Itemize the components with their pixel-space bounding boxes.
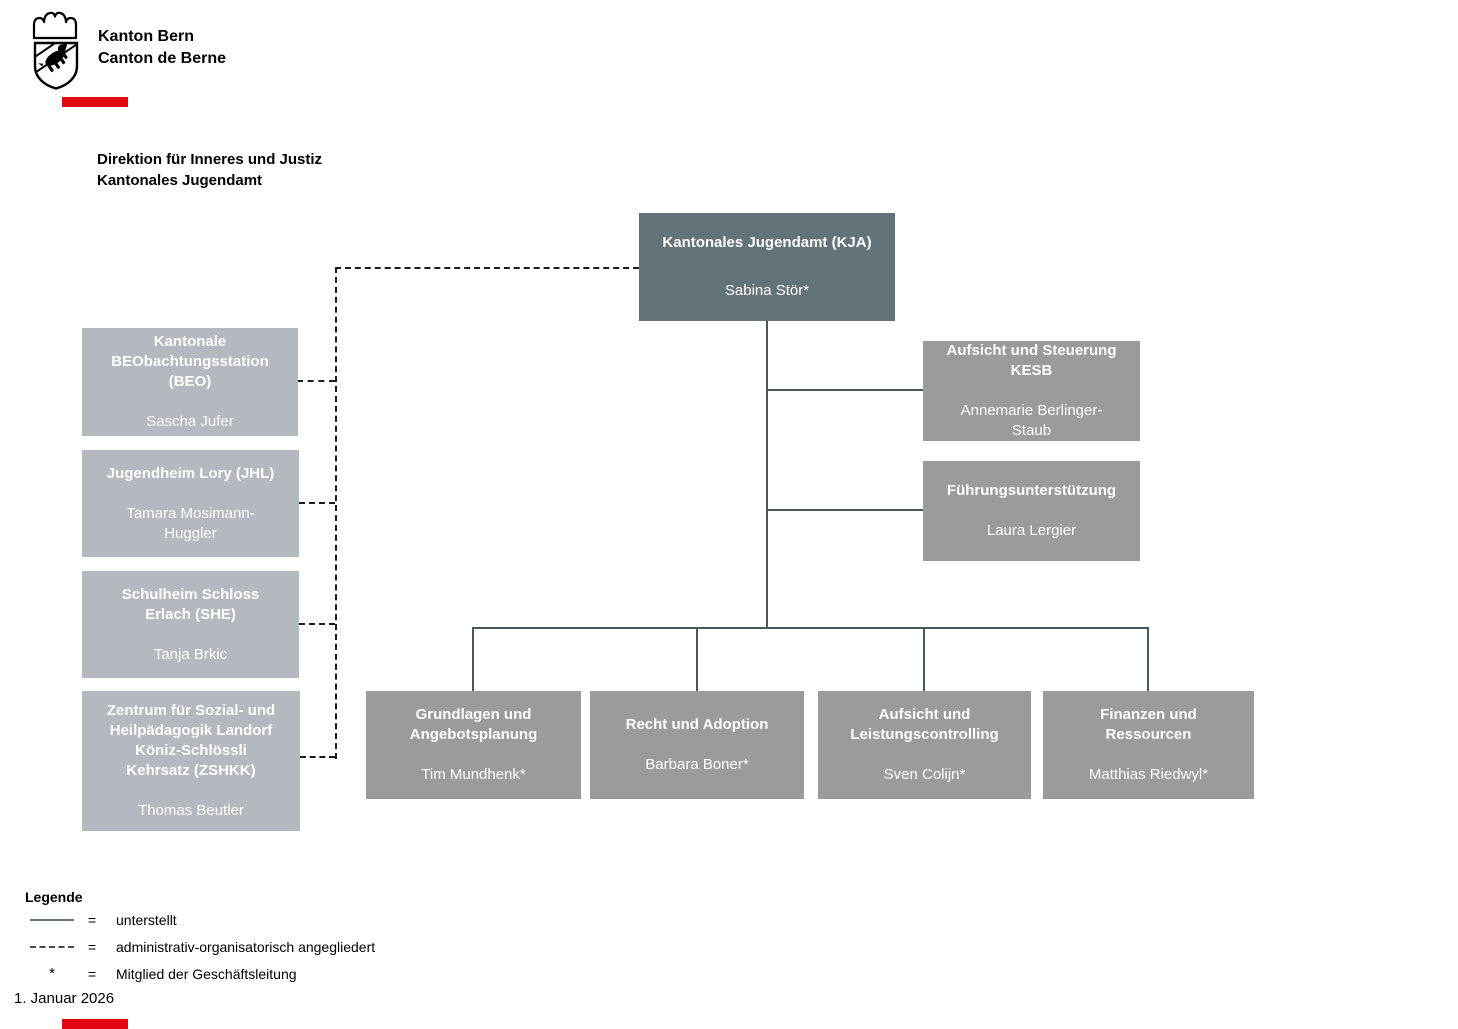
effective-date: 1. Januar 2026 [14, 990, 115, 1007]
org-box-person: Annemarie Berlinger- Staub [960, 402, 1103, 439]
red-accent-bar-top [62, 97, 128, 107]
org-box-recht-adoption: Recht und Adoption Barbara Boner* [590, 691, 804, 799]
connector-drop-finanzen [1147, 627, 1149, 691]
org-box-person: Laura Lergier [986, 522, 1077, 539]
org-box-finanzen-ressourcen: Finanzen und Ressourcen Matthias Riedwyl… [1043, 691, 1254, 799]
connector-drop-recht [696, 627, 698, 691]
legend-row-geschaeftsleitung: * = Mitglied der Geschäftsleitung [25, 960, 505, 987]
legend-row-angegliedert: = administrativ-organisatorisch angeglie… [25, 933, 505, 960]
org-box-person: Matthias Riedwyl* [1088, 766, 1209, 783]
org-box-grundlagen: Grundlagen und Angebotsplanung Tim Mundh… [366, 691, 581, 799]
connector-to-kesb [767, 389, 923, 391]
connector-root-vertical [766, 321, 768, 628]
org-box-title: Jugendheim Lory (JHL) [106, 464, 275, 482]
wordmark-fr: Canton de Berne [98, 50, 227, 67]
legend: Legende = unterstellt = administrativ-or… [25, 888, 505, 987]
org-box-person: Thomas Beutler [138, 802, 244, 819]
org-box-beo: Kantonale BEObachtungsstation (BEO) Sasc… [82, 328, 298, 436]
dashed-stub-zshkk [300, 756, 335, 758]
org-box-person: Sascha Jufer [146, 413, 234, 430]
org-box-aufsicht-leistungscontrolling: Aufsicht und Leistungscontrolling Sven C… [818, 691, 1031, 799]
legend-text: unterstellt [116, 911, 177, 928]
org-box-title: Führungsunterstützung [946, 482, 1117, 499]
legend-text: Mitglied der Geschäftsleitung [116, 965, 297, 982]
org-box-fuehrungsunterstuetzung: Führungsunterstützung Laura Lergier [923, 461, 1140, 561]
bern-coat-of-arms-icon [32, 11, 79, 90]
org-box-title: Aufsicht und Leistungscontrolling [850, 706, 999, 743]
org-box-jhl: Jugendheim Lory (JHL) Tamara Mosimann- H… [82, 450, 299, 557]
dashed-stub-beo [297, 380, 335, 382]
dashed-line-sample [30, 945, 74, 948]
org-box-person: Tanja Brkic [153, 645, 228, 663]
dashed-stub-jhl [299, 502, 335, 504]
dashed-stub-she [299, 623, 335, 625]
org-box-person: Barbara Boner* [645, 756, 749, 773]
legend-equals: = [88, 911, 97, 928]
kanton-bern-wordmark: Kanton Bern Canton de Berne [98, 26, 226, 70]
document-title-line1: Direktion für Inneres und Justiz [97, 151, 323, 168]
org-box-title: Recht und Adoption [625, 716, 769, 733]
org-box-zshkk: Zentrum für Sozial- und Heilpädagogik La… [82, 691, 300, 831]
legend-equals: = [88, 938, 97, 955]
dashed-connector-vertical [335, 267, 337, 759]
org-box-title: Aufsicht und Steuerung KESB [946, 342, 1117, 379]
wordmark-de: Kanton Bern [98, 28, 194, 45]
legend-title: Legende [25, 889, 83, 905]
red-accent-bar-bottom [62, 1019, 128, 1029]
org-box-person: Tamara Mosimann- Huggler [126, 504, 255, 542]
org-box-title: Kantonale BEObachtungsstation (BEO) [111, 333, 269, 390]
connector-departments-horizontal [472, 627, 1149, 629]
org-box-kja-root: Kantonales Jugendamt (KJA) Sabina Stör* [639, 213, 895, 321]
legend-row-unterstellt: = unterstellt [25, 906, 505, 933]
legend-equals: = [88, 965, 97, 982]
legend-text: administrativ-organisatorisch angegliede… [116, 938, 376, 955]
org-box-title: Zentrum für Sozial- und Heilpädagogik La… [106, 702, 276, 779]
org-box-person: Tim Mundhenk* [421, 766, 526, 783]
org-box-title: Kantonales Jugendamt (KJA) [662, 234, 872, 251]
document-title: Direktion für Inneres und Justiz Kantona… [97, 149, 322, 191]
connector-to-fuehrungsunterstuetzung [767, 509, 923, 511]
org-box-person: Sabina Stör* [724, 282, 810, 299]
document-title-line2: Kantonales Jugendamt [97, 172, 263, 189]
dashed-connector-top [335, 267, 639, 269]
org-box-kesb: Aufsicht und Steuerung KESB Annemarie Be… [923, 341, 1140, 441]
org-box-title: Schulheim Schloss Erlach (SHE) [121, 585, 260, 623]
org-box-person: Sven Colijn* [883, 766, 966, 783]
org-box-title: Finanzen und Ressourcen [1100, 706, 1197, 743]
connector-drop-aufsicht [923, 627, 925, 691]
solid-line-sample [30, 918, 74, 921]
org-box-she: Schulheim Schloss Erlach (SHE) Tanja Brk… [82, 571, 299, 678]
connector-drop-grundlagen [472, 627, 474, 691]
org-box-title: Grundlagen und Angebotsplanung [409, 706, 538, 743]
asterisk-sample: * [49, 965, 55, 982]
